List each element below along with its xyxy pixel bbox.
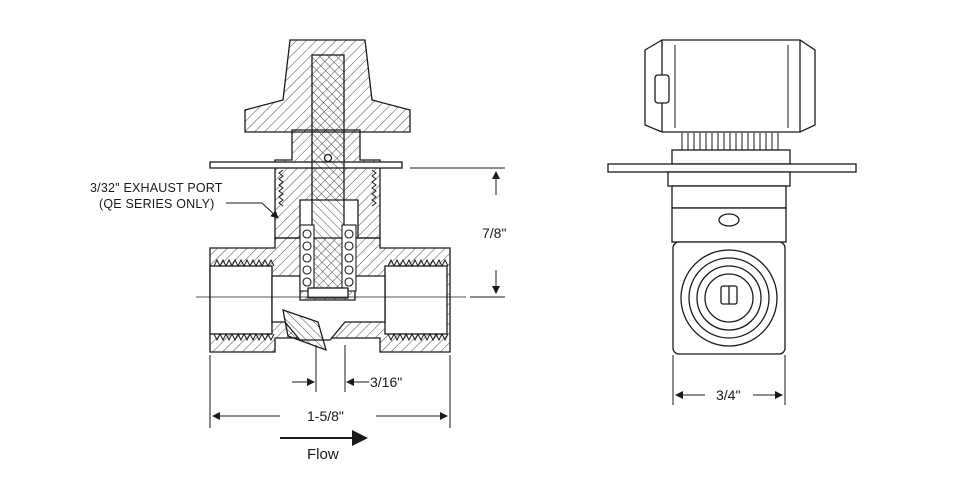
exhaust-port-note: (QE SERIES ONLY) bbox=[99, 197, 215, 211]
dim-width bbox=[672, 355, 786, 405]
drilled-port bbox=[282, 309, 327, 352]
end-panel bbox=[607, 163, 857, 173]
dim-orifice-label: 3/16" bbox=[370, 374, 403, 390]
dim-orifice bbox=[292, 345, 369, 392]
end-nut bbox=[671, 149, 791, 165]
panel-plate bbox=[209, 161, 403, 169]
stem-pin bbox=[323, 153, 333, 163]
end-knob bbox=[644, 39, 816, 133]
seat-disc bbox=[307, 287, 349, 299]
stem bbox=[311, 54, 345, 296]
dim-height bbox=[410, 167, 505, 298]
inlet-bore bbox=[209, 265, 273, 335]
nut-threads bbox=[278, 169, 377, 207]
dim-length-label: 1-5/8" bbox=[307, 408, 344, 424]
flow-label: Flow bbox=[307, 446, 339, 463]
inlet-threads bbox=[213, 258, 275, 342]
end-view bbox=[607, 39, 857, 355]
dim-width-label: 3/4" bbox=[716, 387, 741, 403]
end-threads bbox=[681, 133, 779, 150]
section-view bbox=[209, 39, 451, 353]
outlet-threads bbox=[387, 258, 449, 342]
dim-length bbox=[209, 355, 451, 428]
exhaust-port-label: 3/32" EXHAUST PORT bbox=[90, 181, 223, 195]
springs bbox=[299, 224, 357, 292]
exhaust-leader bbox=[226, 202, 279, 219]
outlet-bore bbox=[384, 265, 448, 335]
dim-height-label: 7/8" bbox=[482, 225, 507, 241]
